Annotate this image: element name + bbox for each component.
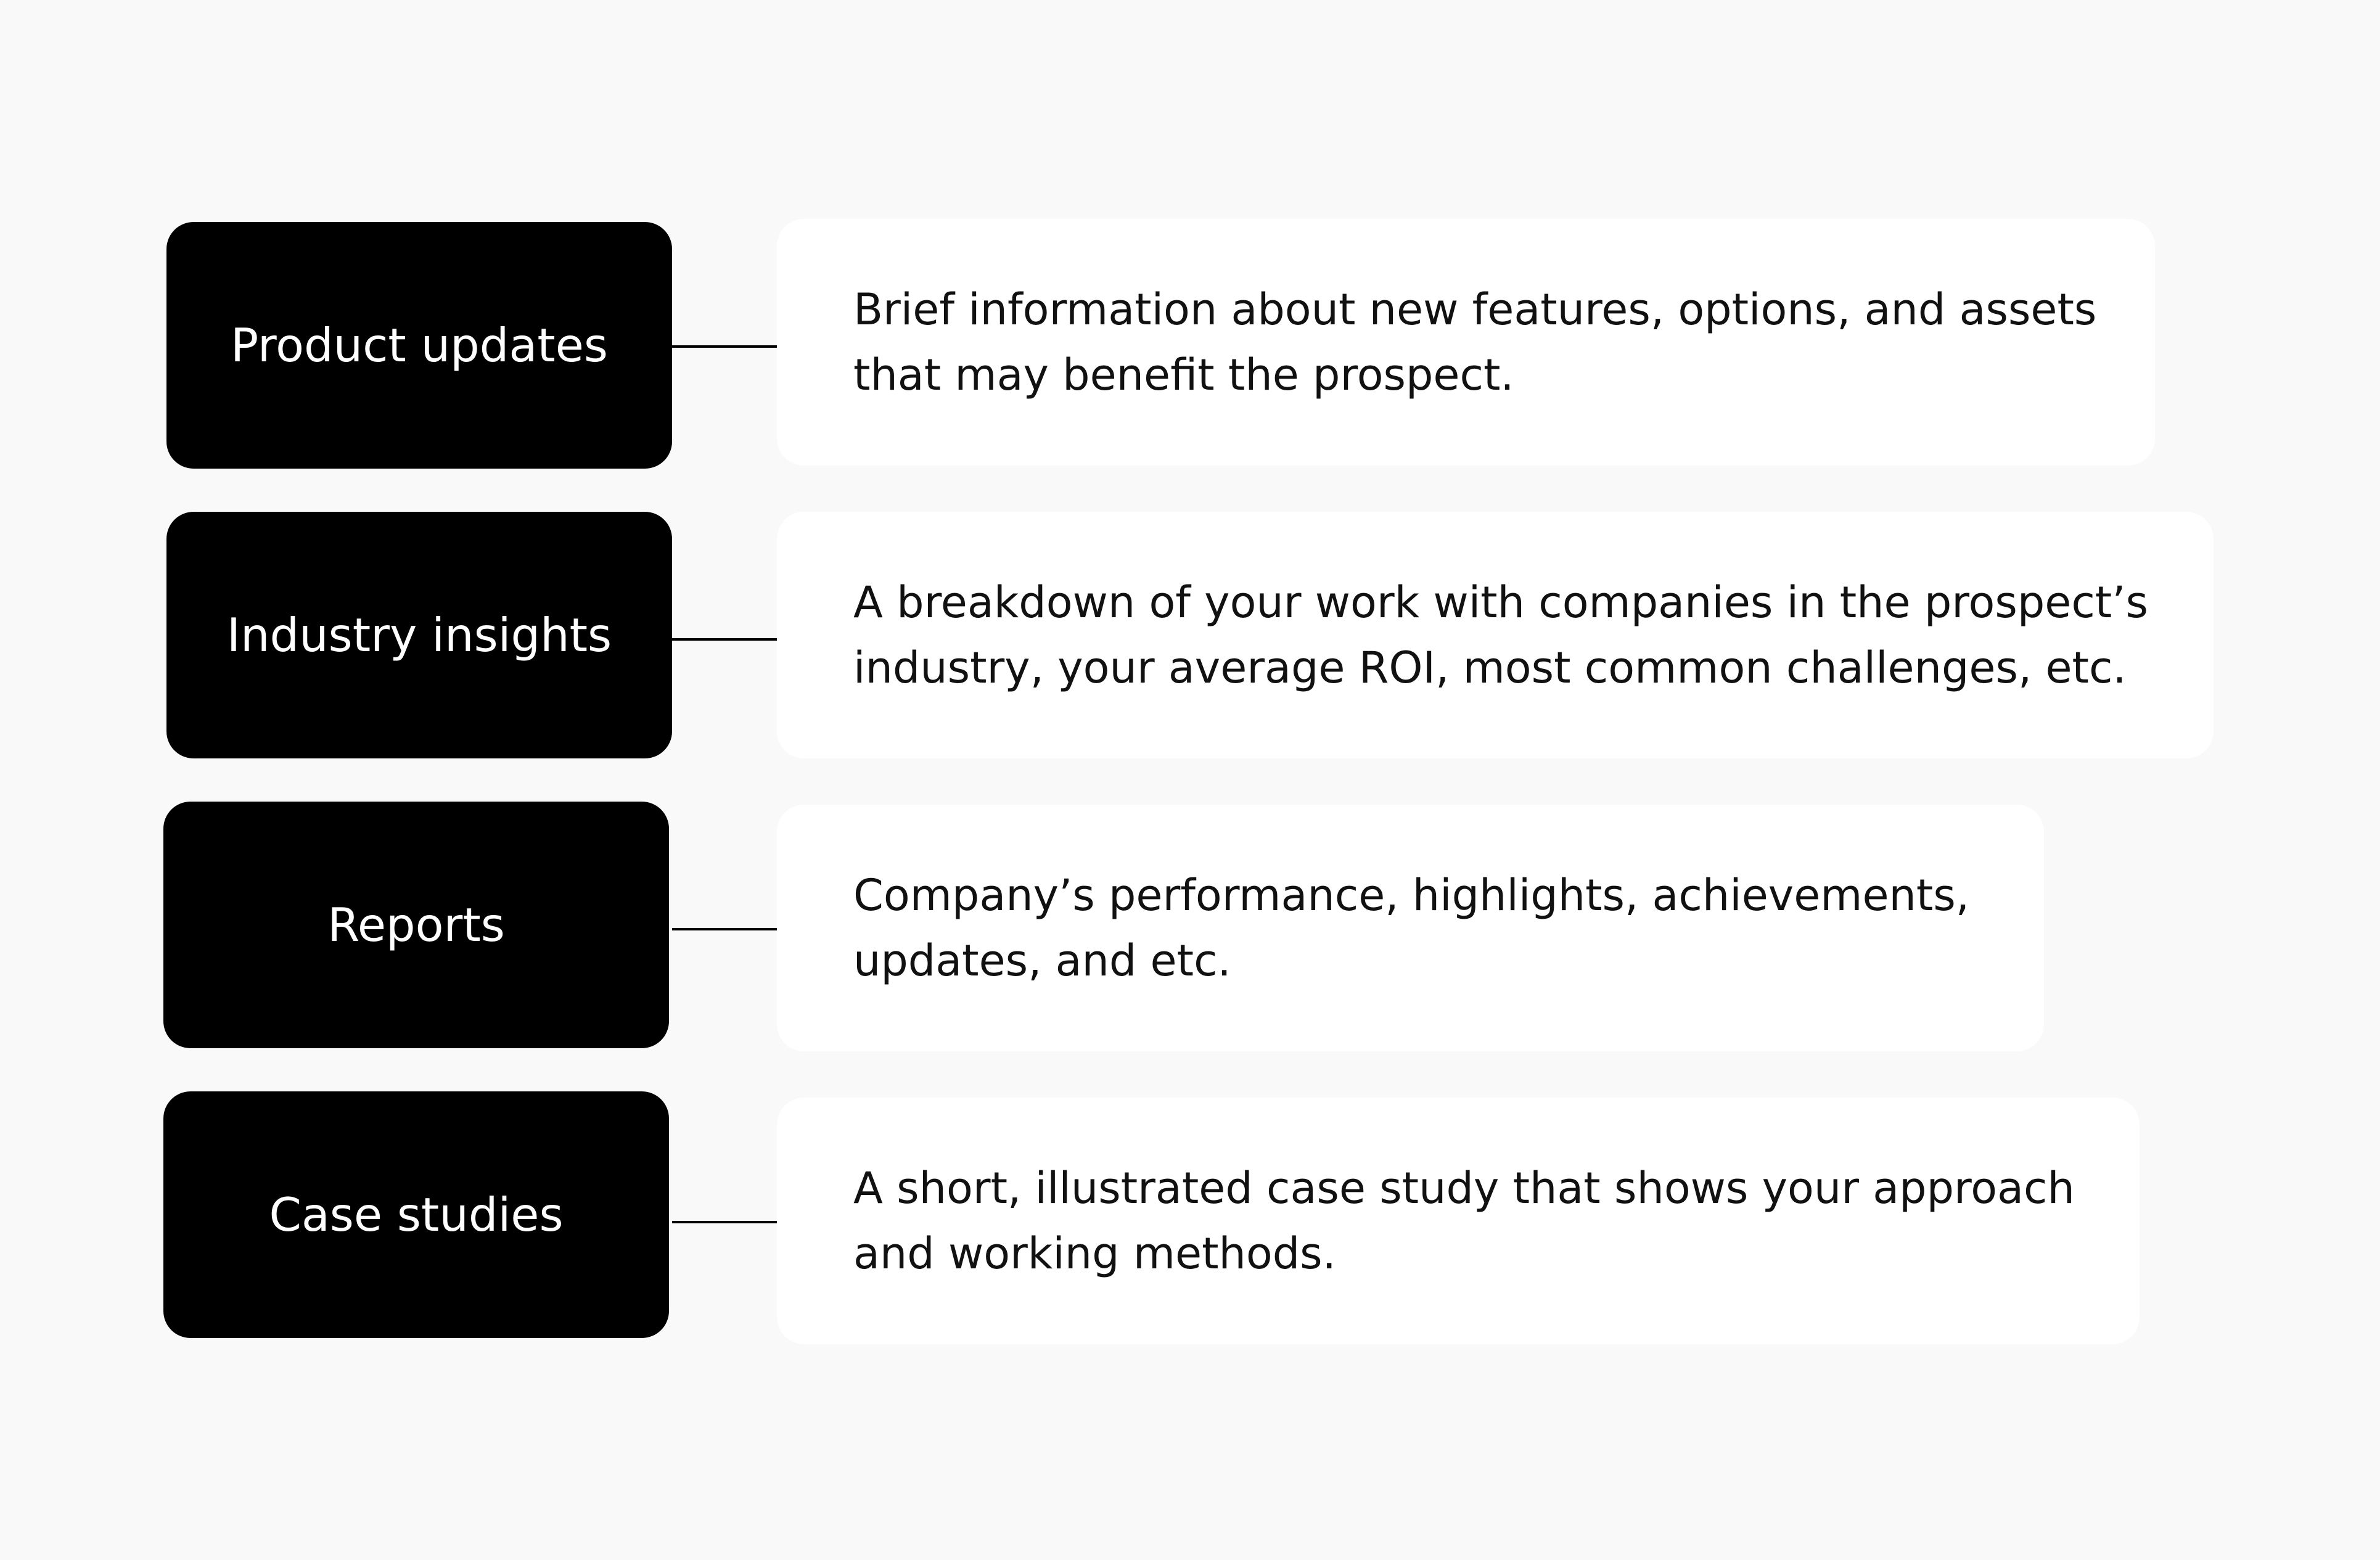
description-text: Brief information about new features, op… [853, 284, 2097, 400]
label-text: Industry insights [226, 608, 612, 662]
description-text: A short, illustrated case study that sho… [853, 1163, 2075, 1279]
connector-line [672, 1221, 777, 1223]
label-box-reports: Reports [163, 802, 669, 1048]
description-box-industry-insights: A breakdown of your work with companies … [777, 512, 2214, 758]
description-box-case-studies: A short, illustrated case study that sho… [777, 1098, 2140, 1344]
description-box-reports: Company’s performance, highlights, achie… [777, 805, 2044, 1051]
label-box-case-studies: Case studies [163, 1091, 669, 1338]
connector-line [672, 638, 777, 641]
connector-line [672, 345, 777, 348]
label-text: Reports [327, 898, 505, 952]
description-text: Company’s performance, highlights, achie… [853, 870, 1970, 986]
label-text: Case studies [269, 1188, 564, 1242]
description-text: A breakdown of your work with companies … [853, 577, 2148, 693]
description-box-product-updates: Brief information about new features, op… [777, 219, 2155, 466]
label-text: Product updates [231, 318, 608, 372]
connector-line [672, 928, 777, 930]
label-box-industry-insights: Industry insights [166, 512, 672, 758]
label-box-product-updates: Product updates [166, 222, 672, 469]
